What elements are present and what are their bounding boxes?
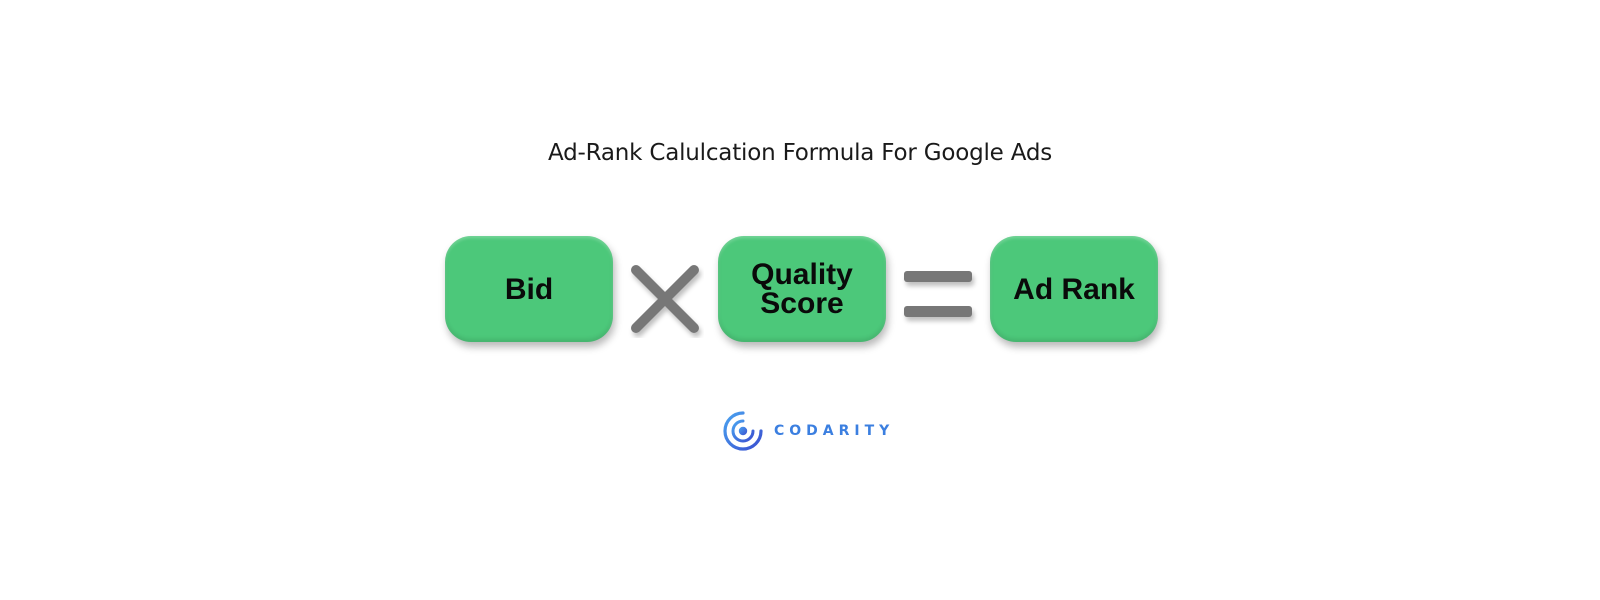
- diagram-title: Ad-Rank Calulcation Formula For Google A…: [547, 140, 1053, 166]
- quality-score-box: Quality Score: [718, 236, 886, 342]
- codarity-logo-icon: [723, 411, 763, 451]
- codarity-logo-text: CODARITY: [774, 423, 895, 439]
- multiply-icon: [631, 265, 699, 333]
- ad-rank-label: Ad Rank: [1013, 272, 1135, 306]
- codarity-logo: CODARITY: [722, 410, 894, 452]
- quality-score-label-line2: Score: [760, 287, 844, 320]
- equals-icon: [904, 268, 976, 320]
- bid-box: Bid: [445, 236, 613, 342]
- ad-rank-box: Ad Rank: [990, 236, 1158, 342]
- bid-label: Bid: [504, 272, 554, 306]
- quality-score-label-line1: Quality: [751, 258, 853, 291]
